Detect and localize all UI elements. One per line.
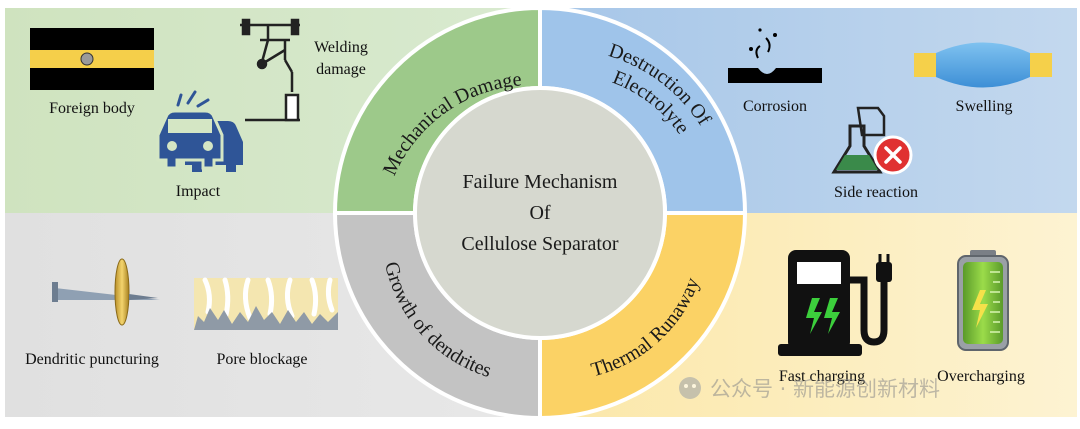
watermark: 公众号 · 新能源创新材料 (679, 377, 940, 401)
welding-label-line2: damage (316, 61, 366, 78)
center-title-line2: Of (529, 202, 550, 224)
side-reaction-icon (831, 106, 913, 175)
overcharging-label: Overcharging (937, 368, 1025, 385)
fast-charging-label: Fast charging (779, 368, 865, 385)
corrosion-icon (728, 28, 822, 83)
swelling-icon (914, 42, 1052, 88)
car-crash-icon (156, 90, 243, 172)
welding-label-line1: Welding (314, 39, 368, 56)
pore-blockage-icon (194, 277, 338, 330)
foreign-body-label: Foreign body (49, 100, 135, 117)
dendritic-puncturing-icon (52, 258, 160, 326)
charging-station-icon (778, 250, 892, 356)
battery-overcharge-icon (957, 250, 1009, 351)
center-title-line1: Failure Mechanism (463, 171, 618, 193)
dendritic-puncturing-label: Dendritic puncturing (25, 351, 159, 368)
center-disk (413, 86, 667, 340)
pore-blockage-label: Pore blockage (216, 351, 307, 368)
impact-label: Impact (176, 183, 221, 200)
side-reaction-label: Side reaction (834, 184, 918, 201)
swelling-label: Swelling (956, 98, 1013, 115)
watermark-text: 公众号 · 新能源创新材料 (710, 377, 940, 401)
foreign-body-icon (30, 28, 154, 90)
corrosion-label: Corrosion (743, 98, 807, 115)
center-title-line3: Cellulose Separator (461, 233, 619, 255)
welding-robot-icon (240, 18, 300, 122)
